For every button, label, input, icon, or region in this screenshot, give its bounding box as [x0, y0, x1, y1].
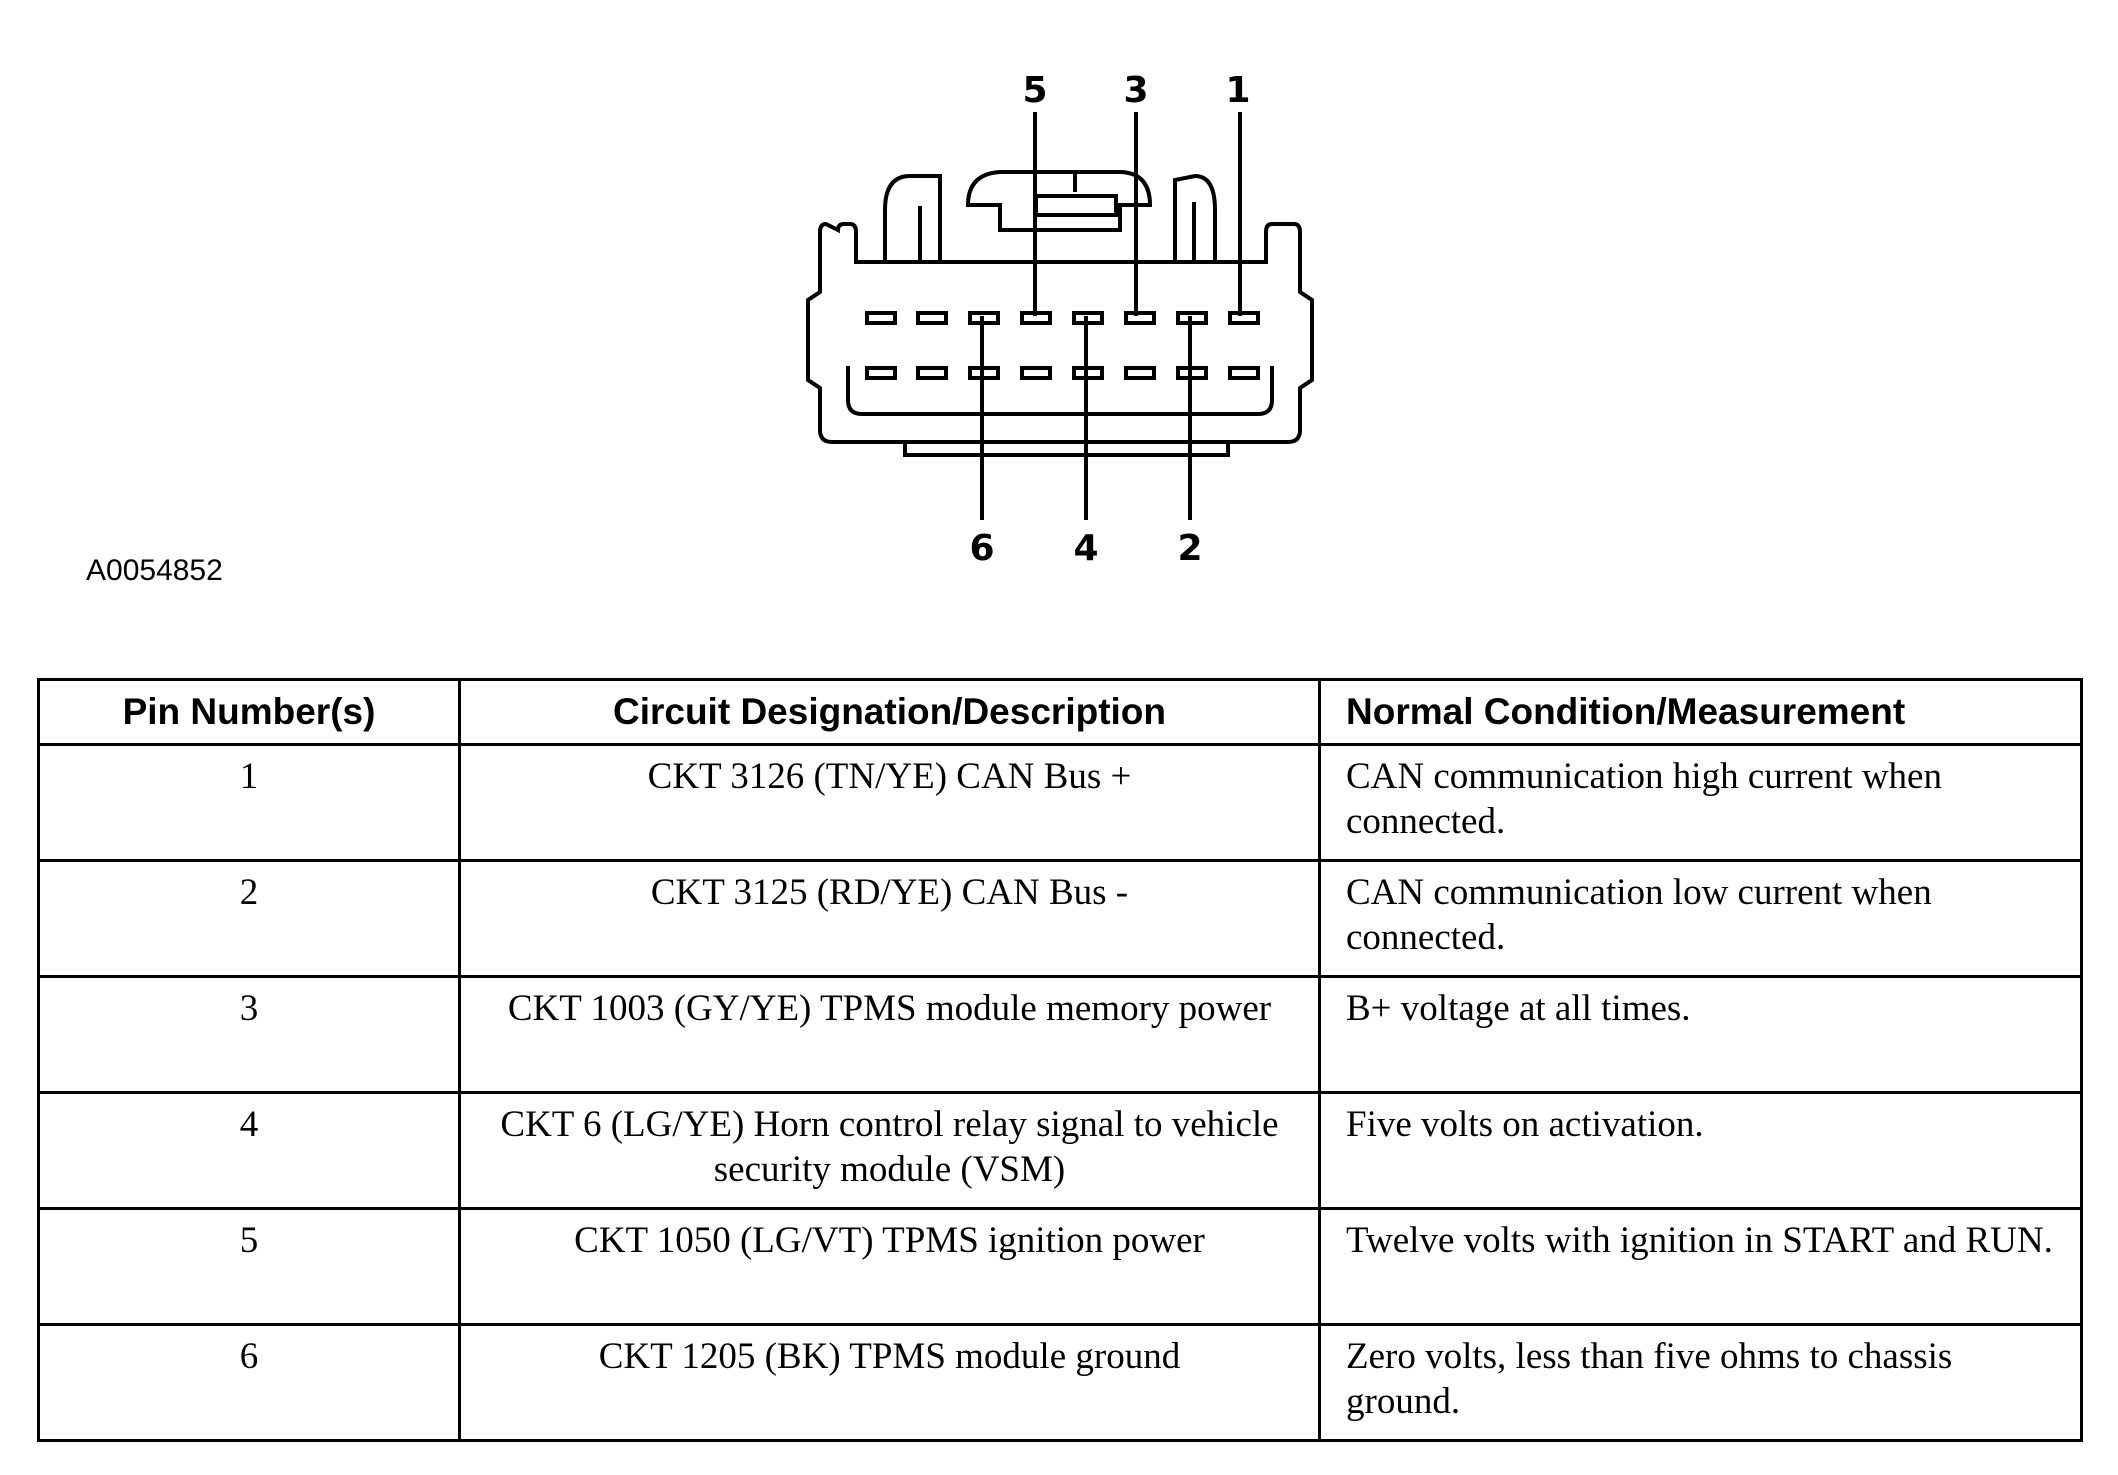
- cell-condition: Zero volts, less than five ohms to chass…: [1318, 1323, 2083, 1442]
- table-row: 6 CKT 1205 (BK) TPMS module ground Zero …: [37, 1323, 2083, 1442]
- table-header-row: Pin Number(s) Circuit Designation/Descri…: [37, 678, 2083, 746]
- pin-label-6: 6: [969, 528, 994, 569]
- cell-circuit: CKT 1205 (BK) TPMS module ground: [458, 1323, 1321, 1442]
- table-row: 2 CKT 3125 (RD/YE) CAN Bus - CAN communi…: [37, 859, 2083, 978]
- table-row: 3 CKT 1003 (GY/YE) TPMS module memory po…: [37, 975, 2083, 1094]
- pin-table-body: 1 CKT 3126 (TN/YE) CAN Bus + CAN communi…: [37, 743, 2083, 1442]
- cell-circuit: CKT 3126 (TN/YE) CAN Bus +: [458, 743, 1321, 862]
- pin-label-2: 2: [1177, 528, 1202, 569]
- pin-table: Pin Number(s) Circuit Designation/Descri…: [37, 678, 2083, 1442]
- pin-slots: [865, 311, 1260, 380]
- figure-id: A0054852: [86, 554, 223, 587]
- cell-pin: 1: [37, 743, 461, 862]
- cell-circuit: CKT 3125 (RD/YE) CAN Bus -: [458, 859, 1321, 978]
- cell-condition: CAN communication high current when conn…: [1318, 743, 2083, 862]
- cell-pin: 2: [37, 859, 461, 978]
- pin-label-5: 5: [1022, 70, 1047, 111]
- header-pin-numbers: Pin Number(s): [37, 678, 461, 746]
- connector-body: [806, 170, 1314, 457]
- cell-condition: CAN communication low current when conne…: [1318, 859, 2083, 978]
- table-row: 5 CKT 1050 (LG/VT) TPMS ignition power T…: [37, 1207, 2083, 1326]
- cell-pin: 3: [37, 975, 461, 1094]
- cell-condition: Five volts on activation.: [1318, 1091, 2083, 1210]
- cell-condition: Twelve volts with ignition in START and …: [1318, 1207, 2083, 1326]
- header-normal-condition: Normal Condition/Measurement: [1318, 678, 2083, 746]
- cell-circuit: CKT 6 (LG/YE) Horn control relay signal …: [458, 1091, 1321, 1210]
- pin-table-header: Pin Number(s) Circuit Designation/Descri…: [37, 678, 2083, 746]
- cell-pin: 6: [37, 1323, 461, 1442]
- cell-pin: 5: [37, 1207, 461, 1326]
- table-row: 1 CKT 3126 (TN/YE) CAN Bus + CAN communi…: [37, 743, 2083, 862]
- cell-pin: 4: [37, 1091, 461, 1210]
- pin-leader-lines: [980, 112, 1242, 520]
- pin-label-4: 4: [1073, 528, 1098, 569]
- cell-condition: B+ voltage at all times.: [1318, 975, 2083, 1094]
- header-circuit-description: Circuit Designation/Description: [458, 678, 1321, 746]
- table-row: 4 CKT 6 (LG/YE) Horn control relay signa…: [37, 1091, 2083, 1210]
- cell-circuit: CKT 1050 (LG/VT) TPMS ignition power: [458, 1207, 1321, 1326]
- pin-label-3: 3: [1123, 70, 1148, 111]
- cell-circuit: CKT 1003 (GY/YE) TPMS module memory powe…: [458, 975, 1321, 1094]
- connector-diagram: 5 3 1 6 4 2: [806, 70, 1314, 569]
- pin-label-1: 1: [1225, 70, 1250, 111]
